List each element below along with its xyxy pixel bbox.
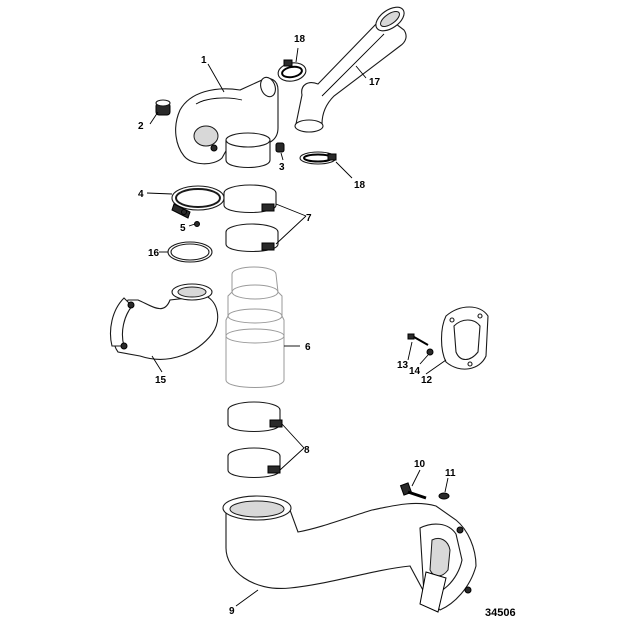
callout-17: 17 [369,77,381,88]
part-11-nut [438,492,450,500]
callout-15: 15 [155,375,167,386]
callout-18-lower: 18 [354,180,366,191]
callout-11: 11 [445,468,456,479]
callout-18-upper: 18 [294,34,306,45]
part-8-clamps [227,401,283,478]
part-7-clamps [223,184,279,252]
part-1-elbow-housing [175,76,279,169]
callout-2: 2 [138,121,144,132]
part-18-clamp-upper [277,59,307,82]
part-3-plug [275,142,285,153]
part-4-v-band-clamp [171,185,225,219]
callout-13: 13 [397,360,409,371]
callout-10: 10 [414,459,426,470]
part-2-cap [155,99,171,116]
callout-labels: 1 2 3 4 5 6 7 8 9 10 11 12 13 14 15 16 1… [138,34,516,619]
callout-12: 12 [421,375,433,386]
callout-14: 14 [409,366,421,377]
part-17-long-hose [294,6,407,133]
part-10-bolt [399,482,427,500]
part-18-clamp-lower [299,151,337,165]
figure-number: 34506 [485,607,516,619]
part-9-exhaust-pipe [222,495,477,613]
part-13-bolt [407,333,429,346]
part-15-elbow-pipe [109,283,219,360]
callout-9: 9 [229,606,235,617]
callout-6: 6 [305,342,311,353]
part-5-nut [194,221,200,227]
callout-8: 8 [304,445,310,456]
part-12-gasket [440,306,489,370]
callout-16: 16 [148,248,160,259]
callout-3: 3 [279,162,285,173]
part-14-nut [426,348,434,356]
callout-1: 1 [201,55,207,66]
leader-lines [146,47,449,607]
part-6-bellows-hose [225,266,285,388]
callout-4: 4 [138,189,144,200]
part-16-o-ring [167,241,213,263]
callout-7: 7 [306,213,312,224]
callout-5: 5 [180,223,186,234]
